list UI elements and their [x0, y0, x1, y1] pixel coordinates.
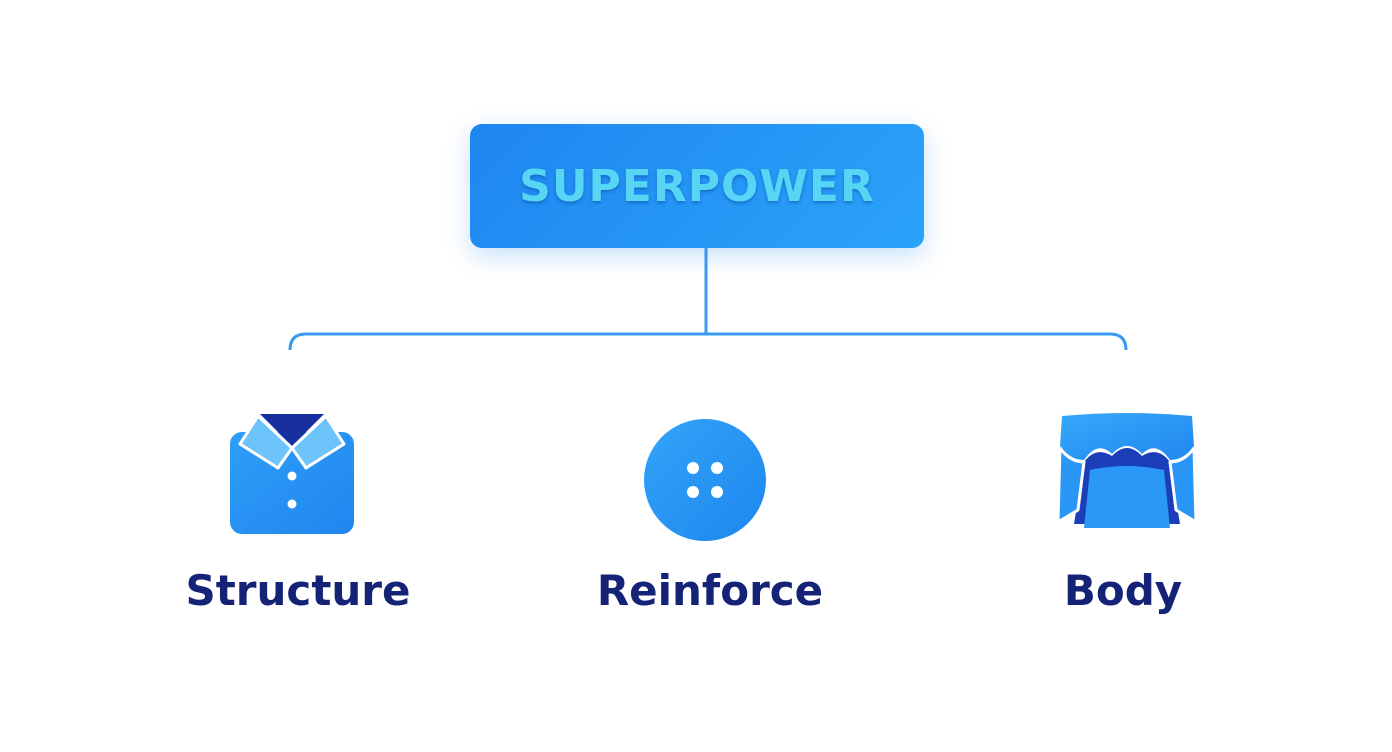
root-node: SUPERPOWER — [470, 124, 924, 248]
connector-horizontal-bar — [288, 332, 1128, 351]
button-icon — [643, 418, 767, 542]
root-node-label: SUPERPOWER — [519, 160, 875, 212]
node-label-reinforce: Reinforce — [596, 566, 824, 615]
node-label-structure: Structure — [185, 566, 411, 615]
node-label-body: Body — [1063, 566, 1183, 615]
shirt-collar-icon — [228, 410, 356, 536]
garment-body-icon — [1056, 410, 1198, 536]
